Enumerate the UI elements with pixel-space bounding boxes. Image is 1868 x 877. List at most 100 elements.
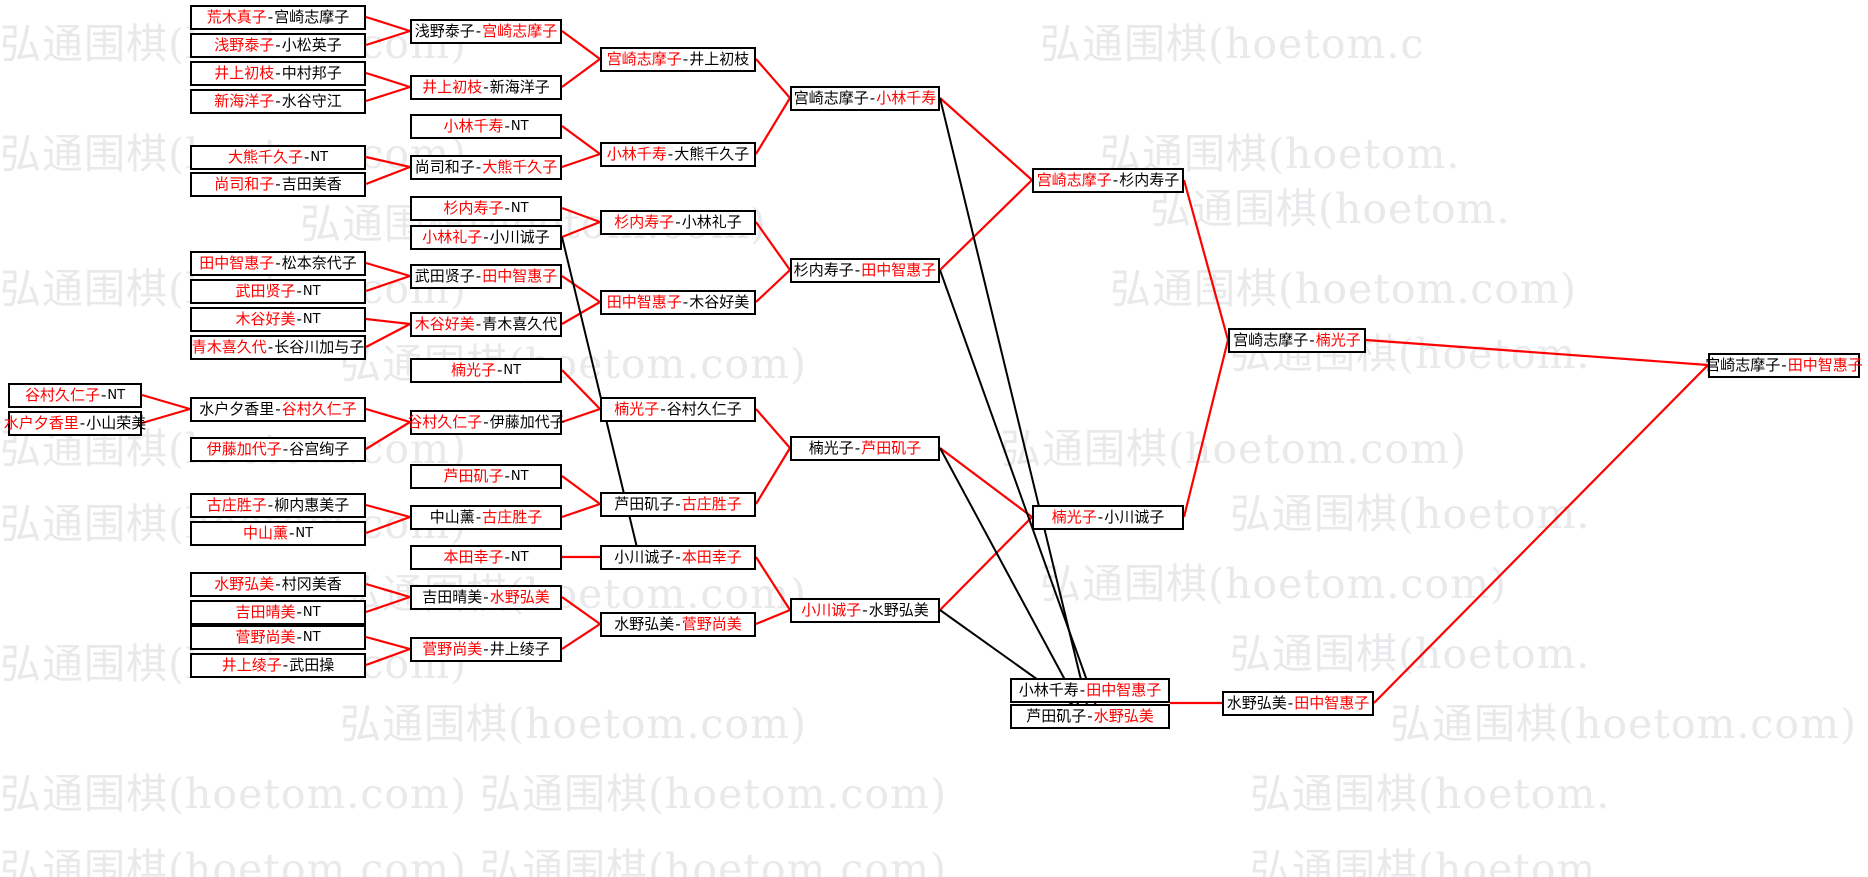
match-box[interactable]: 小川诚子-水野弘美 [790,598,940,623]
match-box[interactable]: 田中智惠子-木谷好美 [600,290,756,315]
match-box[interactable]: 谷村久仁子-NT [8,383,142,408]
loser-name: NT [302,630,321,645]
advance-line [755,447,791,505]
match-box[interactable]: 尚司和子-大熊千久子 [410,155,562,180]
loser-name: 宫崎志摩子 [1705,356,1781,374]
match-box[interactable]: 小林千寿-NT [410,114,562,139]
loser-name: 村冈美香 [281,575,342,593]
match-box[interactable]: 伊藤加代子-谷宫绚子 [190,437,366,462]
winner-name: 荒木真子 [206,8,267,26]
loser-name: 松本奈代子 [281,254,357,272]
match-box[interactable]: 菅野尚美-NT [190,625,366,650]
match-box[interactable]: 杉内寿子-小林礼子 [600,210,756,235]
advance-line [365,503,411,519]
match-box[interactable]: 田中智惠子-松本奈代子 [190,251,366,276]
match-box[interactable]: 浅野泰子-小松英子 [190,33,366,58]
match-box[interactable]: 本田幸子-NT [410,545,562,570]
watermark-text: 弘通围棋(hoetom.com) [1110,265,1577,313]
loser-name: 杉内寿子 [1119,171,1180,189]
match-box[interactable]: 水野弘美-田中智惠子 [1222,691,1374,716]
match-box[interactable]: 楠光子-芦田矶子 [790,436,940,461]
match-box[interactable]: 木谷好美-青木喜久代 [410,312,562,337]
match-box[interactable]: 中山薰-NT [190,521,366,546]
match-box[interactable]: 水野弘美-村冈美香 [190,572,366,597]
name-separator: - [296,310,302,328]
match-box[interactable]: 井上初枝-中村邦子 [190,61,366,86]
loser-name: 武田贤子 [414,267,475,285]
match-box[interactable]: 宫崎志摩子-小林千寿 [790,86,940,111]
match-box[interactable]: 尚司和子-吉田美香 [190,172,366,197]
watermark-text: 弘通围棋(hoetom. [1250,770,1611,818]
advance-line [561,220,601,239]
match-box[interactable]: 杉内寿子-NT [410,196,562,221]
match-box[interactable]: 木谷好美-NT [190,307,366,332]
match-box[interactable]: 吉田晴美-NT [190,600,366,625]
match-box[interactable]: 中山薰-古庄胜子 [410,505,562,530]
advance-line [365,317,411,326]
match-box[interactable]: 小林千寿-大熊千久子 [600,142,756,167]
loser-name: 小林礼子 [681,213,742,231]
name-separator: - [869,89,876,107]
match-box[interactable]: 宫崎志摩子-杉内寿子 [1032,168,1184,193]
advance-line [561,275,601,303]
match-box[interactable]: 新海洋子-水谷守江 [190,89,366,114]
match-box[interactable]: 大熊千久子-NT [190,145,366,170]
name-separator: - [475,267,482,285]
name-separator: - [275,64,281,82]
match-box[interactable]: 芦田矶子-水野弘美 [1010,704,1170,729]
name-separator: - [483,228,489,246]
name-separator: - [675,548,681,566]
match-box[interactable]: 青木喜久代-长谷川加与子 [190,335,366,360]
winner-name: 宫崎志摩子 [1036,171,1112,189]
match-box[interactable]: 宫崎志摩子-田中智惠子 [1705,353,1863,378]
match-box[interactable]: 谷村久仁子-伊藤加代子 [407,410,565,435]
watermark-text: 弘通围棋(hoetom. [1150,185,1511,233]
match-box[interactable]: 芦田矶子-古庄胜子 [600,492,756,517]
advance-line [561,301,601,325]
match-box[interactable]: 井上初枝-新海洋子 [410,75,562,100]
winner-name: 芦田矶子 [861,439,922,457]
loser-name: NT [510,119,529,134]
match-box[interactable]: 杉内寿子-田中智惠子 [790,258,940,283]
match-box[interactable]: 菅野尚美-井上绫子 [410,637,562,662]
match-box[interactable]: 小川诚子-本田幸子 [600,545,756,570]
advance-line [561,30,601,60]
match-box[interactable]: 古庄胜子-柳内惠美子 [190,493,366,518]
loser-name: 谷宫绚子 [289,440,350,458]
match-box[interactable]: 水户夕香里-小山荣美 [4,411,146,436]
loser-name: 水野弘美 [614,615,675,633]
winner-name: 水野弘美 [214,575,275,593]
advance-line [365,85,411,103]
match-box[interactable]: 芦田矶子-NT [410,464,562,489]
match-box[interactable]: 荒木真子-宫崎志摩子 [190,5,366,30]
advance-line [141,407,191,425]
loser-name: NT [503,363,522,378]
match-box[interactable]: 吉田晴美-水野弘美 [410,585,562,610]
advance-line [365,15,411,33]
match-box[interactable]: 楠光子-小川诚子 [1032,505,1184,530]
name-separator: - [275,92,281,110]
match-box[interactable]: 武田贤子-田中智惠子 [410,264,562,289]
name-separator: - [483,413,489,431]
match-box[interactable]: 小林礼子-小川诚子 [410,225,562,250]
match-box[interactable]: 楠光子-NT [410,358,562,383]
match-box[interactable]: 浅野泰子-宫崎志摩子 [410,19,562,44]
match-box[interactable]: 小林千寿-田中智惠子 [1010,678,1170,703]
advance-line [939,179,1033,271]
match-box[interactable]: 水户夕香里-谷村久仁子 [190,397,366,422]
match-box[interactable]: 武田贤子-NT [190,279,366,304]
match-box[interactable]: 井上绫子-武田操 [190,653,366,678]
advance-line [561,152,601,169]
advance-line [1373,364,1709,704]
loser-name: 水野弘美 [868,601,929,619]
name-separator: - [667,145,674,163]
loser-name: NT [302,312,321,327]
match-box[interactable]: 水野弘美-菅野尚美 [600,612,756,637]
advance-line [561,407,601,424]
winner-name: 井上初枝 [214,64,275,82]
match-box[interactable]: 宫崎志摩子-井上初枝 [600,47,756,72]
match-box[interactable]: 楠光子-谷村久仁子 [600,397,756,422]
match-box[interactable]: 宫崎志摩子-楠光子 [1228,328,1366,353]
loser-name: 小川诚子 [1104,508,1165,526]
watermark-text: 弘通围棋(hoetom.com) [1000,425,1467,473]
